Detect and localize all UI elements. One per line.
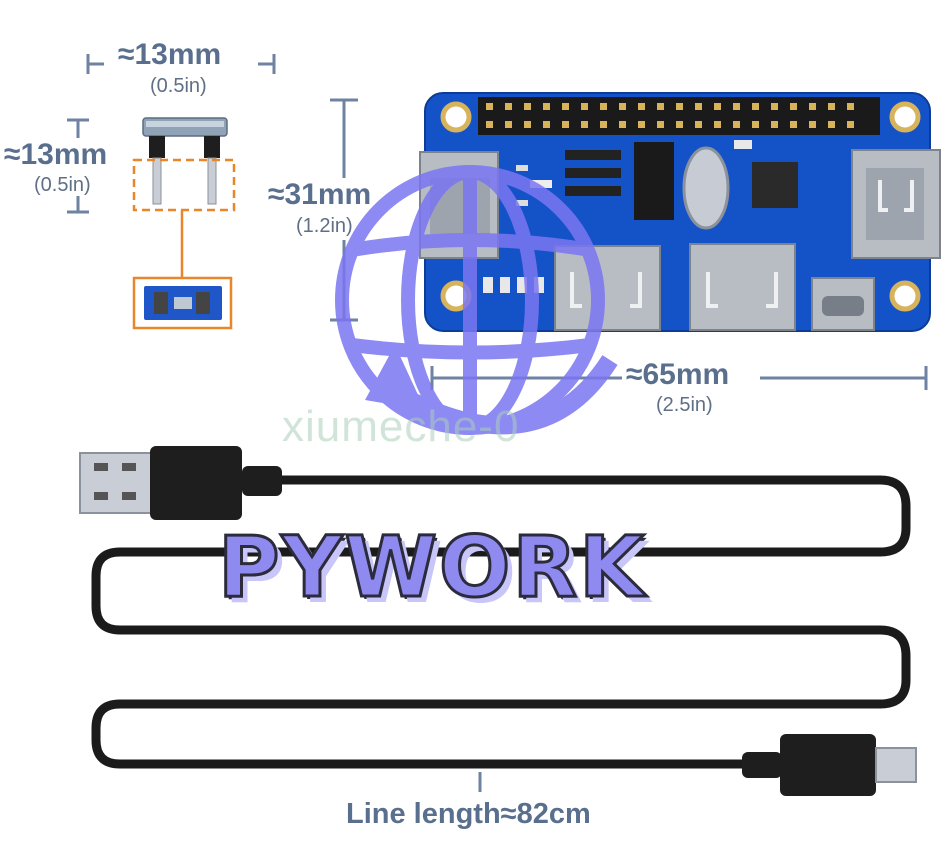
usb-cable-icon bbox=[79, 446, 917, 796]
pin-width-sub-label: (0.5in) bbox=[150, 75, 207, 97]
watermark-text: xiumeche-0 bbox=[282, 402, 520, 451]
board-height-sub-label: (1.2in) bbox=[296, 215, 353, 237]
usb-hub-board-icon bbox=[419, 92, 941, 332]
pin-height-label: ≈13mm bbox=[4, 138, 108, 171]
header-pins-icon bbox=[132, 117, 236, 330]
pin-width-label: ≈13mm bbox=[118, 38, 222, 71]
brand-logo-text: PYWORK bbox=[216, 517, 647, 618]
pin-height-sub-label: (0.5in) bbox=[34, 174, 91, 196]
board-height-label: ≈31mm bbox=[268, 178, 372, 211]
board-width-sub-label: (2.5in) bbox=[656, 394, 713, 416]
board-width-label: ≈65mm bbox=[626, 358, 730, 391]
cable-length-label: Line length≈82cm bbox=[346, 798, 591, 830]
globe-logo-icon bbox=[335, 165, 618, 435]
